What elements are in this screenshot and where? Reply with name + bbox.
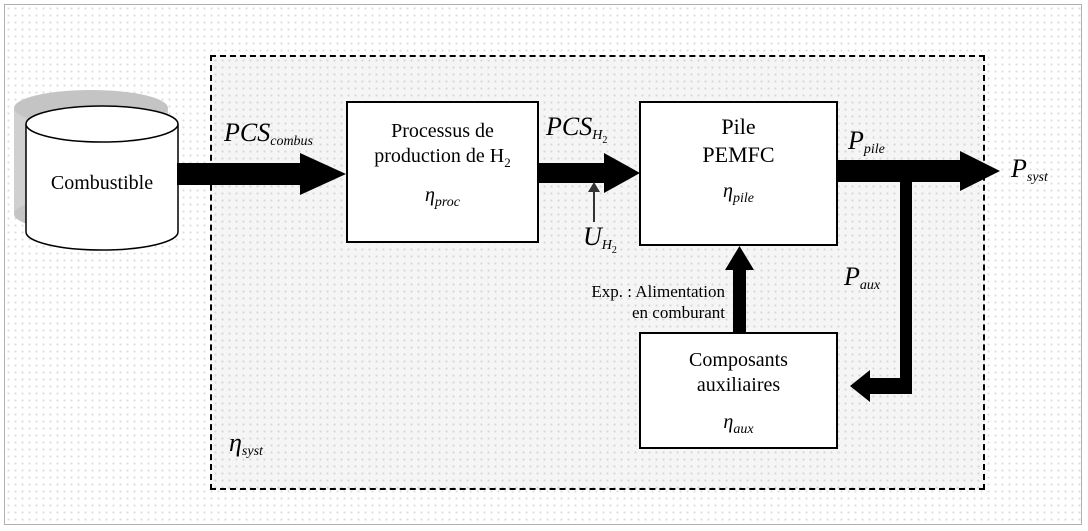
stack-eta-sub: pile <box>732 191 754 206</box>
arrow-oxidant-supply <box>725 246 754 332</box>
aux-eta-sub: aux <box>733 422 754 437</box>
arrow-p-syst <box>838 151 1000 191</box>
p-aux-main: P <box>844 262 860 291</box>
note-line2: en comburant <box>632 303 725 322</box>
p-syst-sub: syst <box>1026 170 1048 186</box>
aux-efficiency: ηaux <box>641 410 836 442</box>
p-syst-main: P <box>1011 154 1027 183</box>
p-aux-sub: aux <box>859 278 881 294</box>
process-efficiency: ηproc <box>348 183 537 215</box>
process-line2-sub: 2 <box>504 155 511 170</box>
fuel-tank <box>25 105 179 251</box>
label-p-syst: Psyst <box>1011 154 1048 186</box>
fuel-label: Combustible <box>50 172 154 194</box>
auxiliaries-box: Composants auxiliaires ηaux <box>639 332 838 449</box>
arrow-pcs-combus <box>177 153 346 195</box>
label-p-aux: Paux <box>844 262 880 294</box>
pcs-combus-sub: combus <box>270 134 314 150</box>
aux-eta-symbol: η <box>723 411 734 433</box>
eta-syst-sub: syst <box>241 444 263 460</box>
pcs-h2-subsub: 2 <box>602 135 608 147</box>
stack-efficiency: ηpile <box>641 179 836 211</box>
process-eta-sub: proc <box>434 195 461 210</box>
arrow-pcs-h2 <box>539 153 640 193</box>
pcs-h2-sub: H <box>592 128 603 144</box>
label-eta-syst: ηsyst <box>229 428 263 460</box>
label-p-pile: Ppile <box>848 126 885 158</box>
u-h2-subsub: 2 <box>611 245 617 257</box>
label-u-h2: UH2 <box>583 222 617 256</box>
system-boundary <box>210 55 985 490</box>
eta-syst-symbol: η <box>229 428 242 457</box>
stack-line2: PEMFC <box>702 142 775 167</box>
process-box: Processus de production de H2 ηproc <box>346 101 539 243</box>
arrow-p-aux <box>850 170 912 402</box>
process-line2-text: production de H <box>374 145 505 167</box>
p-pile-sub: pile <box>863 142 885 158</box>
aux-line2: auxiliaires <box>696 374 781 396</box>
p-pile-main: P <box>848 126 864 155</box>
process-line1: Processus de <box>391 120 494 142</box>
aux-line1: Composants <box>689 349 788 371</box>
arrow-u-h2 <box>588 182 600 222</box>
oxidant-supply-note: Exp. : Alimentation en comburant <box>530 281 725 323</box>
note-line1: Exp. : Alimentation <box>591 282 725 301</box>
pcs-h2-main: PCS <box>546 112 593 141</box>
label-pcs-combus: PCScombus <box>224 118 313 150</box>
process-line2: production de H2 <box>348 144 537 175</box>
stack-eta-symbol: η <box>723 180 733 202</box>
stack-box: Pile PEMFC ηpile <box>639 101 838 246</box>
stack-line1: Pile <box>721 114 756 139</box>
pcs-combus-main: PCS <box>224 118 271 147</box>
label-pcs-h2: PCSH2 <box>546 112 607 146</box>
process-eta-symbol: η <box>424 184 435 206</box>
u-h2-main: U <box>583 222 602 251</box>
u-h2-sub: H <box>601 238 612 254</box>
